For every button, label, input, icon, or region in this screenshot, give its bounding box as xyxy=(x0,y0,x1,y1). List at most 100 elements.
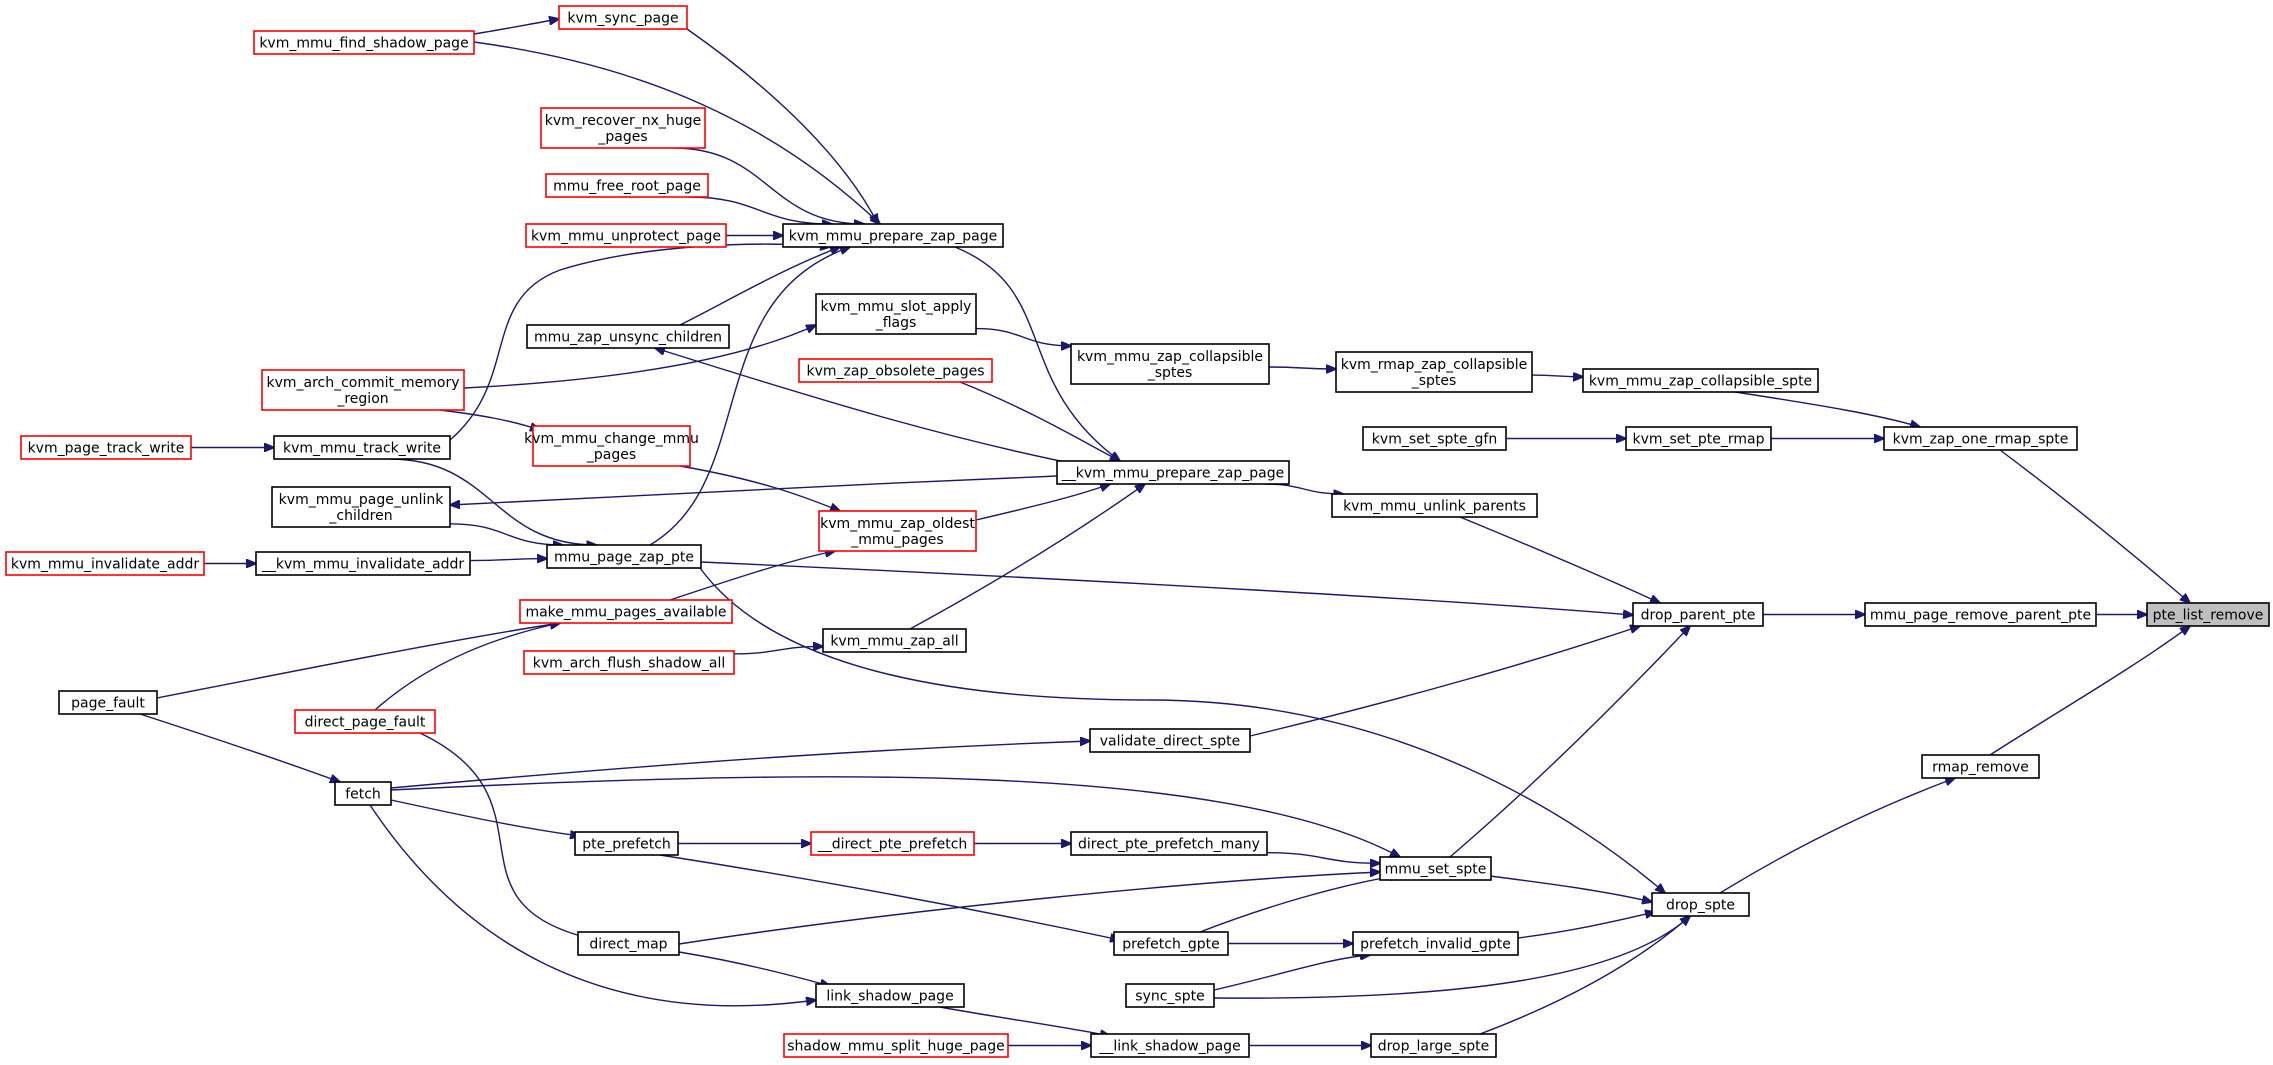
node-label: kvm_arch_flush_shadow_all xyxy=(533,656,726,672)
edge-line xyxy=(1213,955,1370,991)
edge-line xyxy=(975,327,1071,346)
node-mmu_zap_unsync_children[interactable]: mmu_zap_unsync_children xyxy=(526,324,730,349)
node-direct_pte_prefetch_many[interactable]: direct_pte_prefetch_many xyxy=(1070,831,1268,856)
node-box xyxy=(294,709,436,734)
node-label: kvm_zap_one_rmap_spte xyxy=(1893,432,2069,448)
edge-validate_direct_spte-to-drop_parent_pte xyxy=(1249,626,1640,737)
node-box xyxy=(545,173,709,198)
node-rmap_remove[interactable]: rmap_remove xyxy=(1921,754,2040,779)
node-link_shadow_page[interactable]: link_shadow_page xyxy=(815,983,965,1008)
node-direct_page_fault[interactable]: direct_page_fault xyxy=(294,709,436,734)
node-mmu_page_remove_parent_pte[interactable]: mmu_page_remove_parent_pte xyxy=(1864,602,2097,627)
node-kvm_sync_page[interactable]: kvm_sync_page xyxy=(558,5,688,30)
node-kvm_mmu_zap_collapsible_spte[interactable]: kvm_mmu_zap_collapsible_spte xyxy=(1582,368,1819,393)
node-kvm_mmu_slot_apply_flags[interactable]: kvm_mmu_slot_apply_flags xyxy=(815,293,977,335)
node-kvm_arch_commit_memory_region[interactable]: kvm_arch_commit_memory_region xyxy=(261,369,465,411)
node-label: kvm_mmu_find_shadow_page xyxy=(259,36,468,52)
node-layer: pte_list_remove mmu_page_remove_parent_pt… xyxy=(5,5,2270,1058)
edge-line xyxy=(369,804,816,1007)
node-label: validate_direct_spte xyxy=(1100,734,1241,750)
edge-line xyxy=(909,484,1145,630)
node-direct_map[interactable]: direct_map xyxy=(577,931,680,956)
node-kvm_set_pte_rmap[interactable]: kvm_set_pte_rmap xyxy=(1625,426,1772,451)
node-label: kvm_zap_obsolete_pages xyxy=(806,364,984,380)
node-box xyxy=(1335,351,1533,393)
node-kvm_mmu_track_write[interactable]: kvm_mmu_track_write xyxy=(273,435,451,460)
edge-__kvm_mmu_prepare_zap_page-to-kvm_mmu_unlink_parents xyxy=(1264,483,1343,494)
node-kvm_set_spte_gfn[interactable]: kvm_set_spte_gfn xyxy=(1362,426,1507,451)
node-label: kvm_mmu_track_write xyxy=(283,441,441,457)
edge-line xyxy=(975,484,1110,521)
node-label: mmu_set_spte xyxy=(1385,862,1487,878)
edge-line xyxy=(449,523,563,545)
edge-line xyxy=(419,732,588,938)
edge-kvm_mmu_slot_apply_flags-to-kvm_mmu_zap_collapsible_sptes xyxy=(975,327,1071,346)
node-label: prefetch_gpte xyxy=(1122,937,1219,953)
node-shadow_mmu_split_huge_page[interactable]: shadow_mmu_split_huge_page xyxy=(783,1033,1009,1058)
node-label: kvm_mmu_zap_all xyxy=(830,634,958,650)
node-__kvm_mmu_invalidate_addr[interactable]: __kvm_mmu_invalidate_addr xyxy=(255,551,471,576)
edge-kvm_mmu_find_shadow_page-to-kvm_sync_page xyxy=(473,19,559,35)
node-mmu_page_zap_pte[interactable]: mmu_page_zap_pte xyxy=(546,544,702,569)
node-kvm_mmu_page_unlink_children[interactable]: kvm_mmu_page_unlink_children xyxy=(271,486,451,528)
node-box xyxy=(1089,728,1251,753)
node-__kvm_mmu_prepare_zap_page[interactable]: __kvm_mmu_prepare_zap_page xyxy=(1056,460,1290,485)
node-box xyxy=(1056,460,1290,485)
node-kvm_mmu_unlink_parents[interactable]: kvm_mmu_unlink_parents xyxy=(1331,493,1538,518)
node-fetch[interactable]: fetch xyxy=(334,781,392,806)
node-kvm_zap_obsolete_pages[interactable]: kvm_zap_obsolete_pages xyxy=(798,358,993,383)
node-label: __link_shadow_page xyxy=(1098,1039,1240,1055)
edge-mmu_zap_unsync_children-to-kvm_mmu_prepare_zap_page xyxy=(679,247,840,326)
node-box xyxy=(2146,602,2270,627)
node-box xyxy=(1070,831,1268,856)
node-kvm_page_track_write[interactable]: kvm_page_track_write xyxy=(20,435,192,460)
node-kvm_recover_nx_huge_pages[interactable]: kvm_recover_nx_huge_pages xyxy=(540,107,706,149)
edge-drop_large_spte-to-drop_spte xyxy=(1479,916,1690,1035)
edge-kvm_mmu_page_unlink_children-to-mmu_page_zap_pte xyxy=(449,523,563,545)
edge-line xyxy=(1199,875,1400,933)
node-drop_spte[interactable]: drop_spte xyxy=(1651,892,1750,917)
edge-line xyxy=(688,196,832,224)
node-box xyxy=(798,358,993,383)
edge-mmu_page_zap_pte-to-kvm_mmu_prepare_zap_page xyxy=(649,247,850,546)
node-__direct_pte_prefetch[interactable]: __direct_pte_prefetch xyxy=(810,831,975,856)
node-kvm_mmu_find_shadow_page[interactable]: kvm_mmu_find_shadow_page xyxy=(253,30,475,55)
node-pte_list_remove[interactable]: pte_list_remove xyxy=(2146,602,2270,627)
node-kvm_zap_one_rmap_spte[interactable]: kvm_zap_one_rmap_spte xyxy=(1883,426,2078,451)
node-kvm_mmu_zap_all[interactable]: kvm_mmu_zap_all xyxy=(822,628,967,653)
edge-page_fault-to-fetch xyxy=(139,713,340,782)
node-kvm_mmu_zap_collapsible_sptes[interactable]: kvm_mmu_zap_collapsible_sptes xyxy=(1070,343,1270,385)
edge-line xyxy=(954,246,1120,461)
node-drop_large_spte[interactable]: drop_large_spte xyxy=(1370,1033,1497,1058)
node-label: kvm_mmu_invalidate_addr xyxy=(11,557,200,573)
node-kvm_arch_flush_shadow_all[interactable]: kvm_arch_flush_shadow_all xyxy=(523,650,735,675)
node-mmu_free_root_page[interactable]: mmu_free_root_page xyxy=(545,173,709,198)
edge-line xyxy=(1531,375,1583,377)
edge-prefetch_invalid_gpte-to-drop_spte xyxy=(1517,912,1655,939)
node-kvm_mmu_zap_oldest_mmu_pages[interactable]: kvm_mmu_zap_oldest_mmu_pages xyxy=(818,510,977,552)
node-kvm_mmu_change_mmu_pages[interactable]: kvm_mmu_change_mmu_pages xyxy=(524,425,699,467)
edge-line xyxy=(139,713,340,782)
node-prefetch_gpte[interactable]: prefetch_gpte xyxy=(1113,931,1229,956)
node-page_fault[interactable]: page_fault xyxy=(58,690,158,715)
node-validate_direct_spte[interactable]: validate_direct_spte xyxy=(1089,728,1251,753)
node-box xyxy=(334,781,392,806)
node-box xyxy=(261,369,465,411)
node-drop_parent_pte[interactable]: drop_parent_pte xyxy=(1632,602,1764,627)
node-kvm_rmap_zap_collapsible_sptes[interactable]: kvm_rmap_zap_collapsible_sptes xyxy=(1335,351,1533,393)
node-box xyxy=(273,435,451,460)
node-prefetch_invalid_gpte[interactable]: prefetch_invalid_gpte xyxy=(1352,931,1519,956)
edge-direct_page_fault-to-direct_map xyxy=(419,732,588,938)
node-mmu_set_spte[interactable]: mmu_set_spte xyxy=(1379,856,1492,881)
edge-kvm_mmu_zap_oldest_mmu_pages-to-__kvm_mmu_prepare_zap_page xyxy=(975,484,1110,521)
node-kvm_mmu_invalidate_addr[interactable]: kvm_mmu_invalidate_addr xyxy=(5,551,205,576)
node-kvm_mmu_prepare_zap_page[interactable]: kvm_mmu_prepare_zap_page xyxy=(782,223,1004,248)
node-make_mmu_pages_available[interactable]: make_mmu_pages_available xyxy=(519,599,733,624)
edge-kvm_arch_flush_shadow_all-to-kvm_mmu_zap_all xyxy=(733,646,823,655)
node-pte_prefetch[interactable]: pte_prefetch xyxy=(574,831,679,856)
edge-direct_page_fault-to-make_mmu_pages_available xyxy=(374,623,560,711)
edge-kvm_mmu_find_shadow_page-to-kvm_mmu_prepare_zap_page xyxy=(473,41,880,224)
node-__link_shadow_page[interactable]: __link_shadow_page xyxy=(1090,1033,1250,1058)
node-kvm_mmu_unprotect_page[interactable]: kvm_mmu_unprotect_page xyxy=(525,223,727,248)
node-sync_spte[interactable]: sync_spte xyxy=(1125,983,1215,1008)
